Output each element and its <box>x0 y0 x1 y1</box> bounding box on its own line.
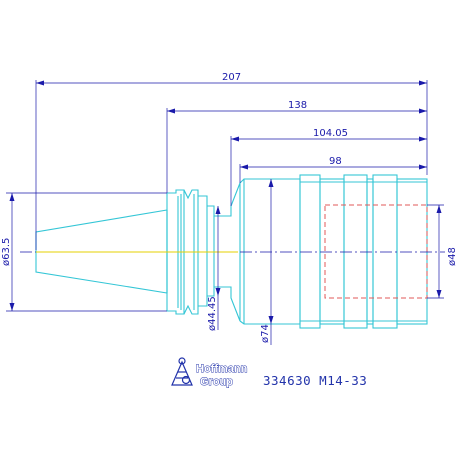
dimension-104-05: 104.05 <box>230 128 427 206</box>
logo-text-group: Group <box>200 376 233 388</box>
dimension-label-98: 98 <box>329 156 342 167</box>
tool-holder-outline <box>35 174 428 329</box>
hoffmann-group-logo: Hoffmann Group <box>171 357 248 388</box>
dimension-98: 98 <box>239 156 427 183</box>
dimension-dia-48: ø48 <box>427 204 458 299</box>
part-code: 334630 M14-33 <box>263 373 367 388</box>
dimension-label-dia-63-5: ø63.5 <box>1 238 12 266</box>
collet-nut <box>299 174 428 329</box>
dimension-label-138: 138 <box>288 100 307 111</box>
logo-text-hoffmann: Hoffmann <box>196 363 248 375</box>
dimension-138: 138 <box>166 100 427 193</box>
dimension-dia-44-45: ø44.45 <box>207 206 221 331</box>
body-cylinder <box>239 178 301 325</box>
dimension-label-207: 207 <box>222 72 241 83</box>
hidden-bore <box>324 204 428 299</box>
logo-emblem-icon <box>171 357 193 386</box>
dimension-label-dia-44-45: ø44.45 <box>207 296 218 331</box>
dimension-label-104-05: 104.05 <box>313 128 348 139</box>
dimension-207: 207 <box>35 72 428 250</box>
dimension-label-dia-74: ø74 <box>260 324 271 343</box>
dimension-dia-74: ø74 <box>260 179 274 345</box>
dimension-label-dia-48: ø48 <box>447 247 458 266</box>
dimension-dia-63-5: ø63.5 <box>1 192 167 312</box>
